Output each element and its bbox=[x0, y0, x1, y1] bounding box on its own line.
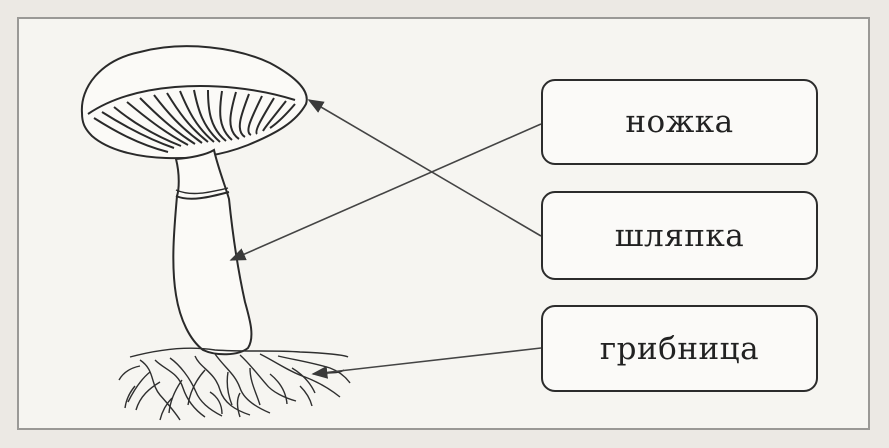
mushroom-cap bbox=[80, 45, 308, 160]
label-box-shlyapka: шляпка bbox=[541, 191, 818, 280]
arrows bbox=[229, 99, 542, 379]
label-box-nozhka: ножка bbox=[541, 79, 818, 165]
label-text-shlyapka: шляпка bbox=[614, 217, 745, 254]
arrow-shlyapka bbox=[307, 99, 542, 237]
arrow-nozhka bbox=[229, 123, 542, 261]
label-text-gribnitsa: грибница bbox=[599, 330, 760, 367]
label-text-nozhka: ножка bbox=[625, 104, 734, 140]
label-box-gribnitsa: грибница bbox=[541, 305, 818, 392]
mycelium bbox=[118, 347, 351, 421]
mushroom-stem bbox=[172, 148, 253, 356]
arrow-gribnitsa bbox=[311, 347, 542, 379]
